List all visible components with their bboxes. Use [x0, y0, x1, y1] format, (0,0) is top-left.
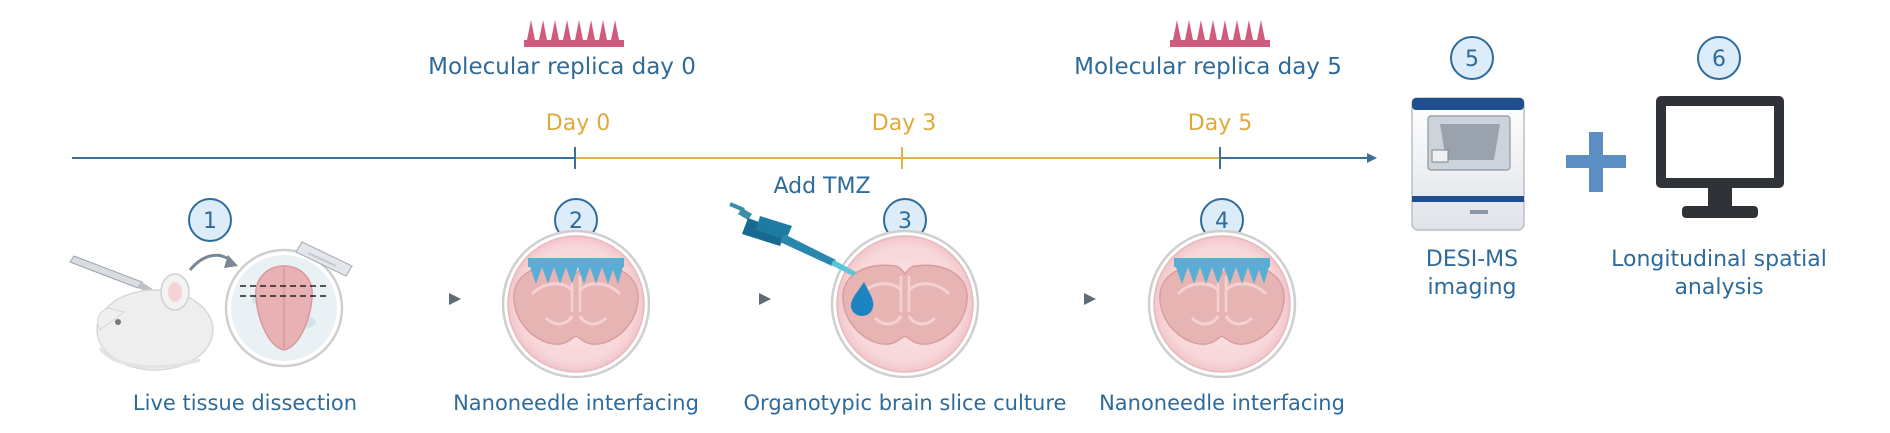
- svg-text:1: 1: [203, 209, 217, 234]
- step-5-caption-line2: imaging: [1427, 275, 1516, 300]
- nanoneedle-array-icon: [1170, 20, 1270, 47]
- day5-label: Day 5: [1188, 111, 1252, 136]
- dissected-brain-dish: [224, 248, 344, 368]
- svg-text:5: 5: [1465, 47, 1479, 72]
- step-5-caption-line1: DESI-MS: [1426, 247, 1518, 272]
- step-1-badge: 1: [188, 198, 232, 242]
- day3-label: Day 3: [872, 111, 936, 136]
- desi-ms-instrument-icon: [1411, 97, 1525, 231]
- scalpel-icon: [69, 255, 154, 294]
- step-6-caption-line1: Longitudinal spatial: [1611, 247, 1827, 272]
- add-tmz-label: Add TMZ: [773, 174, 870, 199]
- droplet-icon: [850, 282, 874, 316]
- dish-step-2: [501, 229, 651, 379]
- step-6-caption-line2: analysis: [1674, 275, 1763, 300]
- svg-text:3: 3: [898, 209, 912, 234]
- step-3-caption: Organotypic brain slice culture: [744, 391, 1067, 415]
- transfer-arrow-head: [224, 255, 238, 268]
- replica-day5-label: Molecular replica day 5: [1074, 54, 1342, 80]
- svg-text:2: 2: [569, 209, 583, 234]
- glass-slide-icon: [295, 241, 353, 277]
- monitor-icon: [1656, 96, 1784, 218]
- svg-text:6: 6: [1712, 47, 1726, 72]
- process-arrow-head: [449, 293, 461, 305]
- step-6-badge: 6: [1697, 36, 1741, 80]
- nanoneedle-array-icon: [524, 20, 624, 47]
- process-arrow-head: [1084, 293, 1096, 305]
- step-4-caption: Nanoneedle interfacing: [1099, 391, 1345, 415]
- svg-text:4: 4: [1215, 209, 1229, 234]
- plus-icon: [1566, 132, 1626, 192]
- step-2-caption: Nanoneedle interfacing: [453, 391, 699, 415]
- step-5-badge: 5: [1450, 36, 1494, 80]
- replica-day0-label: Molecular replica day 0: [428, 54, 696, 80]
- step-1-caption: Live tissue dissection: [133, 391, 357, 415]
- process-arrow-head: [759, 293, 771, 305]
- mouse-icon: [96, 273, 214, 371]
- dish-step-4: [1147, 229, 1297, 379]
- pipette-icon: [729, 202, 856, 276]
- day0-label: Day 0: [546, 111, 610, 136]
